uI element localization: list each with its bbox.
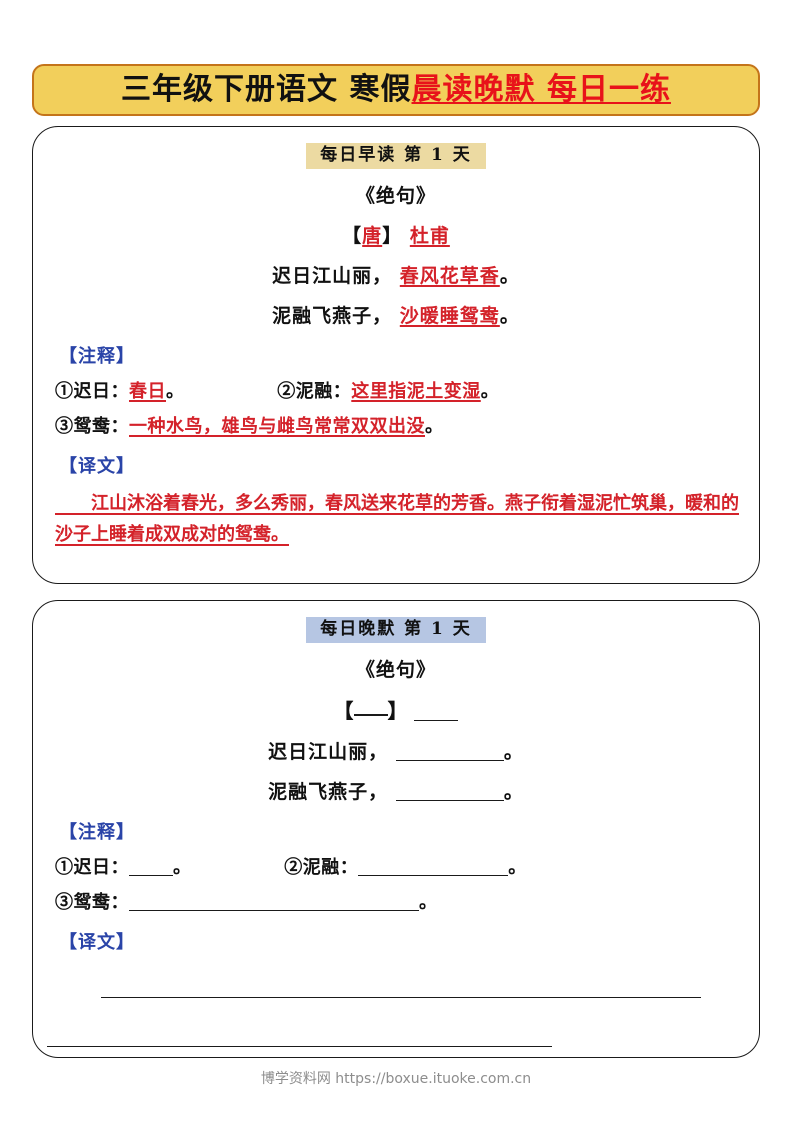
evening-poem-line-1: 迟日江山丽， 。	[33, 737, 759, 764]
note-2-period: 。	[480, 380, 500, 402]
note-1-key: ①迟日：	[55, 380, 129, 402]
note-1-answer: 春日	[129, 380, 166, 402]
translation-blank-line-1[interactable]	[101, 982, 701, 998]
note-3-period: 。	[425, 415, 444, 437]
evening-note-row-1: ①迟日： 。 ②泥融： 。	[55, 853, 759, 879]
evening-poem-author-blank: 【】	[33, 695, 759, 724]
morning-translation-label: 【译文】	[59, 455, 135, 477]
translation-blank-line-2[interactable]	[47, 1031, 552, 1047]
morning-reading-card: 每日早读 第 1 天 《绝句》 【唐】 杜甫 迟日江山丽， 春风花草香。 泥融飞…	[32, 126, 760, 584]
note-2-key: ②泥融：	[284, 856, 359, 878]
evening-note-row-3: ③鸳鸯： 。	[55, 888, 759, 914]
note-2-blank[interactable]	[358, 860, 509, 876]
evening-translation-blank-row-1	[101, 980, 759, 999]
worksheet-title-banner: 三年级下册语文 寒假晨读晚默 每日一练	[32, 64, 760, 116]
author-dynasty: 唐	[362, 224, 383, 247]
bracket-open: 【	[342, 224, 363, 247]
evening-poem-line-2: 泥融飞燕子， 。	[33, 777, 759, 804]
poem-line-2-answer: 沙暖睡鸳鸯	[399, 304, 500, 327]
note-3-key: ③鸳鸯：	[55, 415, 129, 437]
evening-dictation-card: 每日晚默 第 1 天 《绝句》 【】 迟日江山丽， 。 泥融飞燕子， 。 【注释…	[32, 600, 760, 1058]
morning-note-row-2: ②泥融：这里指泥土变湿。	[277, 377, 499, 403]
poem-line-2-period: 。	[503, 780, 524, 803]
translation-body: 江山沐浴着春光，多么秀丽，春风送来花草的芳香。燕子衔着湿泥忙筑巢，暖和的沙子上睡…	[55, 492, 739, 546]
note-1-blank[interactable]	[129, 860, 173, 876]
evening-header-label: 每日晚默 第 1 天	[306, 617, 486, 643]
note-3-blank[interactable]	[129, 895, 419, 911]
poem-line-1-period: 。	[503, 740, 524, 763]
note-1-key: ①迟日：	[55, 856, 129, 878]
morning-section-header: 每日早读 第 1 天	[33, 143, 759, 169]
note-3-answer: 一种水鸟，雄鸟与雌鸟常常双双出没	[129, 415, 425, 437]
poem-line-1-first-half: 迟日江山丽，	[272, 264, 393, 287]
morning-poem-line-1: 迟日江山丽， 春风花草香。	[33, 261, 759, 288]
author-name-blank[interactable]	[414, 705, 459, 721]
note-3-key: ③鸳鸯：	[55, 891, 129, 913]
author-dynasty-blank[interactable]	[353, 702, 388, 716]
site-watermark-footer: 博学资料网 https://boxue.ituoke.com.cn	[260, 1071, 532, 1087]
title-black-part: 三年级下册语文 寒假	[121, 72, 412, 107]
note-2-answer: 这里指泥土变湿	[351, 380, 481, 402]
bracket-open: 【	[333, 698, 354, 723]
poem-line-2-blank[interactable]	[395, 785, 504, 801]
evening-translation-blank-row-2	[47, 1029, 759, 1048]
note-3-period: 。	[419, 891, 438, 913]
morning-header-label: 每日早读 第 1 天	[306, 143, 486, 169]
evening-notes-label: 【注释】	[59, 821, 135, 843]
poem-line-1-blank[interactable]	[395, 745, 504, 761]
poem-line-1-first-half: 迟日江山丽，	[268, 740, 389, 763]
evening-poem-title: 《绝句》	[355, 658, 436, 681]
poem-line-1-answer: 春风花草香	[399, 264, 500, 287]
bracket-close: 】	[387, 698, 408, 723]
poem-line-2-period: 。	[499, 304, 520, 327]
poem-line-2-first-half: 泥融飞燕子，	[272, 304, 393, 327]
morning-note-row-1: ①迟日：春日。 ②泥融：这里指泥土变湿。	[55, 377, 759, 403]
title-red-part: 晨读晚默 每日一练	[411, 72, 671, 107]
evening-translation-label: 【译文】	[59, 931, 135, 953]
evening-note-row-2: ②泥融： 。	[284, 853, 527, 879]
author-name: 杜甫	[409, 224, 450, 247]
evening-section-header: 每日晚默 第 1 天	[33, 617, 759, 643]
note-2-period: 。	[508, 856, 527, 878]
morning-notes-label: 【注释】	[59, 345, 135, 367]
bracket-close: 】	[382, 224, 403, 247]
morning-poem-title: 《绝句》	[355, 184, 436, 207]
note-1-period: 。	[173, 856, 192, 878]
poem-line-2-first-half: 泥融飞燕子，	[268, 780, 389, 803]
morning-note-row-3: ③鸳鸯：一种水鸟，雄鸟与雌鸟常常双双出没。	[55, 412, 759, 438]
morning-translation-text: 江山沐浴着春光，多么秀丽，春风送来花草的芳香。燕子衔着湿泥忙筑巢，暖和的沙子上睡…	[55, 488, 739, 551]
note-1-period: 。	[166, 380, 185, 402]
morning-poem-author: 【唐】 杜甫	[33, 221, 759, 248]
poem-line-1-period: 。	[499, 264, 520, 287]
morning-poem-line-2: 泥融飞燕子， 沙暖睡鸳鸯。	[33, 301, 759, 328]
note-2-key: ②泥融：	[277, 380, 352, 402]
